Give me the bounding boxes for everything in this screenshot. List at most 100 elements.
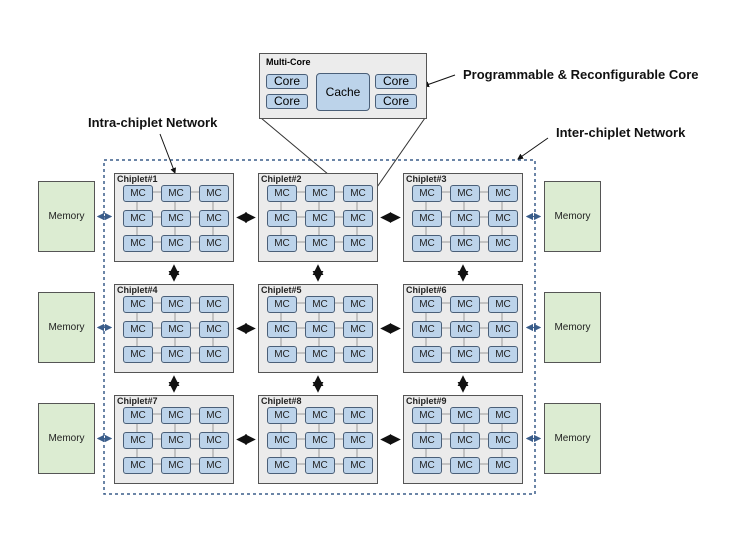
mc-block: MC (450, 346, 480, 363)
mc-block: MC (488, 296, 518, 313)
mc-block: MC (488, 235, 518, 252)
chiplet-title: Chiplet#2 (261, 174, 302, 184)
mc-block: MC (267, 321, 297, 338)
mc-block: MC (412, 457, 442, 474)
mc-block: MC (267, 210, 297, 227)
mc-block: MC (343, 185, 373, 202)
cache-block: Cache (316, 73, 370, 111)
mc-block: MC (267, 346, 297, 363)
mc-block: MC (488, 407, 518, 424)
mc-block: MC (267, 185, 297, 202)
mc-block: MC (123, 346, 153, 363)
mc-block: MC (199, 235, 229, 252)
intra-chiplet-network-label: Intra-chiplet Network (88, 115, 218, 130)
mc-block: MC (267, 235, 297, 252)
chiplet-title: Chiplet#3 (406, 174, 447, 184)
mc-block: MC (305, 346, 335, 363)
mc-block: MC (412, 235, 442, 252)
chiplet-title: Chiplet#8 (261, 396, 302, 406)
mc-block: MC (199, 210, 229, 227)
mc-block: MC (343, 407, 373, 424)
mc-block: MC (450, 432, 480, 449)
mc-block: MC (412, 210, 442, 227)
chiplet-title: Chiplet#6 (406, 285, 447, 295)
mc-block: MC (305, 210, 335, 227)
mc-block: MC (123, 296, 153, 313)
mc-block: MC (450, 185, 480, 202)
chiplet-title: Chiplet#9 (406, 396, 447, 406)
mc-block: MC (488, 321, 518, 338)
mc-block: MC (488, 210, 518, 227)
multi-core-title: Multi-Core (266, 57, 311, 67)
mc-block: MC (488, 346, 518, 363)
mc-block: MC (123, 185, 153, 202)
mc-block: MC (267, 432, 297, 449)
mc-block: MC (161, 321, 191, 338)
mc-block: MC (199, 407, 229, 424)
mc-block: MC (412, 296, 442, 313)
intra-chiplet-pointer (159, 133, 177, 174)
mc-block: MC (199, 321, 229, 338)
chiplet-title: Chiplet#1 (117, 174, 158, 184)
zoom-line-right (374, 117, 426, 191)
mc-block: MC (199, 457, 229, 474)
mc-block: MC (412, 185, 442, 202)
mc-block: MC (450, 457, 480, 474)
mc-block: MC (412, 346, 442, 363)
mc-block: MC (267, 296, 297, 313)
mc-block: MC (161, 185, 191, 202)
inter-chiplet-pointer (517, 137, 549, 160)
mc-block: MC (343, 210, 373, 227)
mc-block: MC (199, 296, 229, 313)
memory-block: Memory (38, 181, 95, 252)
mc-block: MC (161, 457, 191, 474)
mc-block: MC (450, 321, 480, 338)
memory-block: Memory (38, 292, 95, 363)
programmable-core-pointer (423, 74, 456, 88)
memory-block: Memory (544, 181, 601, 252)
mc-block: MC (123, 432, 153, 449)
inter-chiplet-network-label: Inter-chiplet Network (556, 125, 686, 140)
mc-block: MC (305, 457, 335, 474)
mc-block: MC (199, 432, 229, 449)
core-block: Core (266, 94, 308, 109)
programmable-core-label: Programmable & Reconfigurable Core (463, 67, 699, 82)
memory-block: Memory (544, 292, 601, 363)
mc-block: MC (305, 321, 335, 338)
mc-block: MC (450, 210, 480, 227)
mc-block: MC (343, 432, 373, 449)
mc-block: MC (412, 321, 442, 338)
mc-block: MC (412, 432, 442, 449)
mc-block: MC (343, 346, 373, 363)
mc-block: MC (305, 432, 335, 449)
mc-block: MC (123, 407, 153, 424)
mc-block: MC (412, 407, 442, 424)
mc-block: MC (305, 296, 335, 313)
mc-block: MC (450, 407, 480, 424)
mc-block: MC (123, 235, 153, 252)
mc-block: MC (161, 346, 191, 363)
mc-block: MC (267, 407, 297, 424)
mc-block: MC (488, 457, 518, 474)
mc-block: MC (161, 210, 191, 227)
mc-block: MC (450, 235, 480, 252)
memory-block: Memory (38, 403, 95, 474)
memory-block: Memory (544, 403, 601, 474)
mc-block: MC (305, 235, 335, 252)
mc-block: MC (199, 185, 229, 202)
mc-block: MC (123, 457, 153, 474)
core-block: Core (266, 74, 308, 89)
mc-block: MC (343, 457, 373, 474)
mc-block: MC (305, 407, 335, 424)
chiplet-title: Chiplet#4 (117, 285, 158, 295)
chiplet-title: Chiplet#5 (261, 285, 302, 295)
mc-block: MC (161, 235, 191, 252)
